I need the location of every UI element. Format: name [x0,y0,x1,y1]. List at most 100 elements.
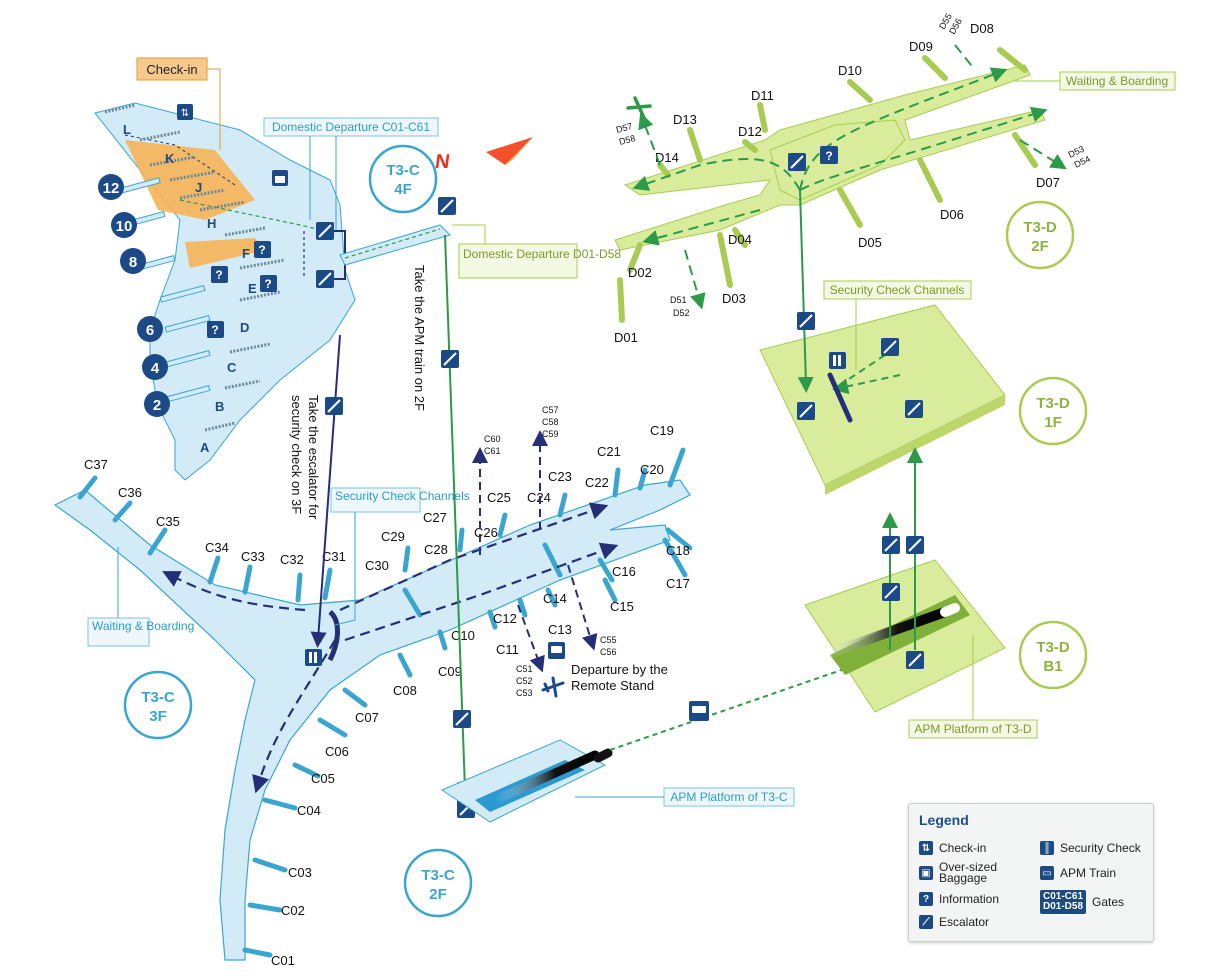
checkin-icon: ⇅ [919,841,933,855]
row-L: L [123,122,131,137]
gate-stubs [77,447,693,958]
svg-text:Security Check Channels: Security Check Channels [335,489,470,503]
north-arrow: N [434,137,533,173]
badge-t3c-2f: T3-C 2F [403,848,473,918]
entrance-6: 6 [146,322,154,339]
t3d-2f-routes [632,44,1067,310]
gate-C06: C06 [325,744,349,759]
entrance-10: 10 [116,218,133,235]
gate-C07: C07 [355,710,379,725]
gate-C11: C11 [496,642,519,657]
baggage-icon: ▣ [919,866,933,880]
gate-D03: D03 [722,291,746,306]
domestic-d-text: Domestic Departure D01-D58 [463,247,621,261]
t3d-b1-platform [804,559,1006,713]
callout-waiting-d: Waiting & Boarding [1015,71,1176,91]
row-K: K [165,151,175,166]
svg-text:Waiting & Boarding: Waiting & Boarding [92,619,194,633]
gate-C17: C17 [666,576,690,591]
apm-shuttle-icon [548,642,565,659]
gate-C19: C19 [650,423,674,438]
security-check-icon [829,352,846,369]
svg-text:APM Platform of T3-C: APM Platform of T3-C [670,790,787,804]
gate-C13: C13 [548,622,572,637]
gate-C34: C34 [205,540,229,555]
security-check-icon: ║ [1040,841,1054,855]
remote-C52: C52 [516,676,533,686]
row-D: D [240,320,249,335]
gate-D11: D11 [751,88,774,103]
svg-text:4F: 4F [394,181,412,198]
escalator-instruction-line2: security check on 3F [289,395,304,514]
legend-baggage-line1: Over-sized [939,860,998,874]
apm-connector-route [609,643,913,751]
svg-text:Security Check Channels: Security Check Channels [830,283,965,297]
gate-C03: C03 [288,865,312,880]
gate-C18: C18 [666,543,690,558]
checkin-counters [104,103,286,432]
apm-train-icon [689,701,709,721]
svg-text:?: ? [825,149,832,163]
svg-text:T3-C: T3-C [141,689,175,706]
svg-text:?: ? [258,243,265,257]
svg-text:T3-D: T3-D [1036,395,1070,412]
escalator-instruction-line1: Take the escalator for [306,395,321,520]
legend-title: Legend [919,812,969,828]
escalator-icon [797,312,923,420]
remote-C57: C57 [542,405,559,415]
gate-C01: C01 [271,953,295,968]
remote-C53: C53 [516,688,533,698]
svg-text:T3-D: T3-D [1023,219,1057,236]
oversized-baggage-icon [272,170,288,186]
badge-t3c-3f: T3-C 3F [123,670,193,740]
apm-train-icon: ▭ [1040,866,1054,880]
remote-D57: D57 [615,121,634,135]
gate-C16: C16 [612,564,636,579]
gate-C20: C20 [640,462,664,477]
gate-C10: C10 [451,628,475,643]
gate-D07: D07 [1036,175,1060,190]
legend-security: ║ Security Check [1040,841,1141,855]
remote-C58: C58 [542,417,559,427]
apm-platform-c [440,739,613,823]
remote-D51: D51 [670,295,687,305]
gate-C05: C05 [311,771,335,786]
gate-C08: C08 [393,683,417,698]
checkin-row-labels: L K J H F E D C B A [123,122,257,455]
callout-apm-d: APM Platform of T3-D [908,635,1038,739]
callout-checkin: Check-in [136,57,221,150]
remote-D58: D58 [618,133,637,147]
escalator-icon [882,536,924,669]
escalator-icon [788,153,806,171]
airplane-icon [626,96,652,122]
4f-connector [339,224,451,266]
svg-text:?: ? [211,323,218,337]
remote-C51: C51 [516,664,533,674]
gate-D06: D06 [940,207,964,222]
gate-C21: C21 [597,444,621,459]
gate-C33: C33 [241,549,265,564]
gate-D10: D10 [838,63,862,78]
svg-text:Domestic Departure C01-C61: Domestic Departure C01-C61 [272,120,430,134]
gate-C12: C12 [493,611,517,626]
entrance-8: 8 [129,254,137,271]
d-1f-route [832,374,901,395]
remote-stand-line2: Remote Stand [571,678,654,693]
gate-C28: C28 [424,542,448,557]
row-J: J [195,180,202,195]
gate-D09: D09 [909,39,933,54]
svg-text:?: ? [264,277,271,291]
entrance-2: 2 [153,397,161,414]
escalator-icon [438,197,456,215]
gate-D08: D08 [970,21,994,36]
escalator-icon [325,350,475,818]
connector-route [344,228,441,259]
d-gate-labels: D01 D02 D03 D04 D05 D06 D07 D08 D09 D10 … [614,21,1060,345]
svg-text:3F: 3F [149,708,167,725]
callout-waiting-c: Waiting & Boarding [87,547,194,647]
svg-text:Waiting & Boarding: Waiting & Boarding [1066,74,1168,88]
